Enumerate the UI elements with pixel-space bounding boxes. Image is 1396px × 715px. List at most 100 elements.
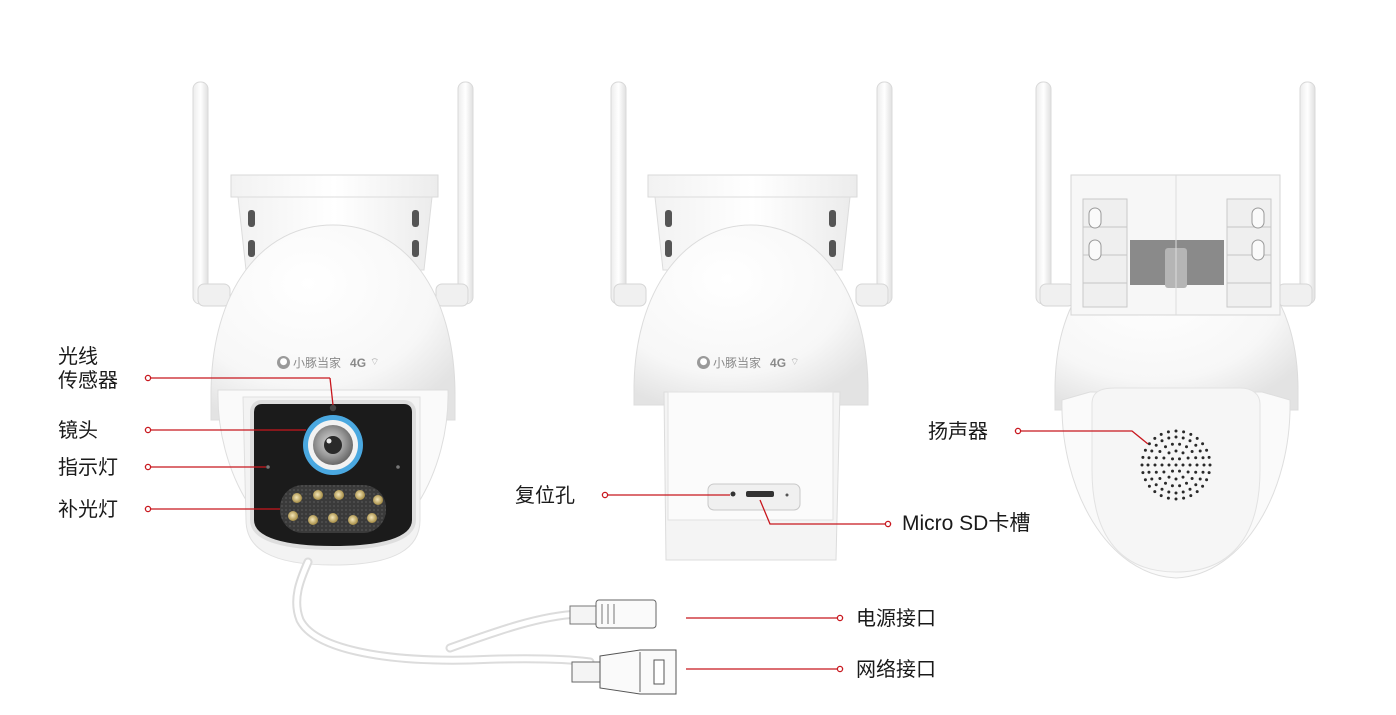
speaker-hole xyxy=(1190,477,1194,480)
brand-logo-front: ● 小豚当家 4G ⌔ xyxy=(277,354,379,371)
speaker-hole xyxy=(1198,449,1202,453)
brand-mark-icon: ● xyxy=(697,356,710,369)
speaker-hole xyxy=(1181,451,1185,455)
speaker-hole xyxy=(1174,491,1178,495)
speaker-hole xyxy=(1154,483,1158,487)
callout-lines xyxy=(144,374,1149,673)
speaker-hole xyxy=(1195,463,1199,467)
speaker-hole xyxy=(1160,487,1164,491)
speaker-hole xyxy=(1167,475,1171,479)
speaker-hole xyxy=(1153,463,1157,467)
speaker-hole xyxy=(1150,449,1154,453)
speaker-hole xyxy=(1189,432,1193,436)
speaker-hole xyxy=(1174,463,1178,467)
speaker-hole xyxy=(1181,463,1185,467)
camera-front xyxy=(192,81,677,695)
speaker-hole xyxy=(1198,477,1202,481)
speaker-hole xyxy=(1141,471,1145,475)
speaker-hole xyxy=(1202,463,1206,467)
speaker-hole xyxy=(1166,430,1170,434)
speaker-hole xyxy=(1188,487,1192,491)
speaker-hole xyxy=(1160,463,1164,467)
speaker-hole xyxy=(1194,456,1198,460)
speaker-hole xyxy=(1158,450,1162,453)
speaker-hole xyxy=(1174,449,1178,453)
speaker-hole xyxy=(1171,469,1174,473)
speaker-hole xyxy=(1181,436,1185,440)
label-light-sensor: 光线 传感器 xyxy=(58,344,118,392)
speaker-hole xyxy=(1153,436,1157,440)
speaker-hole xyxy=(1147,470,1151,474)
label-indicator: 指示灯 xyxy=(58,455,118,479)
label-sd-slot: Micro SD卡槽 xyxy=(902,512,1031,535)
label-light-sensor-line2: 传感器 xyxy=(58,368,118,392)
speaker-hole xyxy=(1167,451,1171,455)
label-lens: 镜头 xyxy=(58,418,98,442)
speaker-hole xyxy=(1201,484,1205,488)
speaker-hole xyxy=(1207,455,1211,459)
speaker-hole xyxy=(1159,432,1163,436)
speaker-hole xyxy=(1170,442,1174,446)
speaker-hole xyxy=(1201,442,1205,446)
speaker-hole xyxy=(1143,448,1147,452)
speaker-hole xyxy=(1205,448,1209,452)
speaker-hole xyxy=(1195,436,1199,440)
speaker-hole xyxy=(1166,496,1170,500)
speaker-hole xyxy=(1154,470,1158,474)
speaker-hole xyxy=(1194,470,1198,474)
label-reset-hole: 复位孔 xyxy=(515,483,575,507)
speaker-hole xyxy=(1174,429,1178,433)
speaker-hole xyxy=(1146,463,1150,467)
speaker-hole xyxy=(1182,496,1186,500)
signal-icon: ⌔ xyxy=(370,357,380,368)
speaker-hole xyxy=(1162,470,1166,474)
speaker-hole xyxy=(1201,456,1205,460)
speaker-hole xyxy=(1174,497,1178,501)
speaker-hole xyxy=(1188,439,1192,443)
speaker-hole xyxy=(1147,442,1151,446)
speaker-hole xyxy=(1174,435,1178,439)
speaker-hole xyxy=(1140,463,1144,467)
speaker-hole xyxy=(1208,463,1212,467)
speaker-hole xyxy=(1182,430,1186,434)
speaker-hole xyxy=(1207,471,1211,475)
speaker-hole xyxy=(1143,478,1147,482)
brand-mark-icon: ● xyxy=(277,356,290,369)
camera-underside xyxy=(610,81,893,561)
speaker-hole xyxy=(1167,490,1171,494)
brand-name: 小豚当家 xyxy=(293,356,342,370)
speaker-hole xyxy=(1188,463,1192,467)
speaker-hole xyxy=(1147,484,1151,488)
network-badge: 4G xyxy=(350,355,367,370)
speaker-hole xyxy=(1162,456,1166,460)
speaker-hole xyxy=(1147,456,1151,460)
speaker-hole xyxy=(1205,478,1209,482)
speaker-hole xyxy=(1150,477,1154,481)
speaker-hole xyxy=(1153,490,1157,494)
label-fill-light: 补光灯 xyxy=(58,497,118,521)
speaker-hole xyxy=(1186,470,1190,474)
brand-name: 小豚当家 xyxy=(713,356,762,370)
speaker-hole xyxy=(1178,469,1181,473)
speaker-hole xyxy=(1190,450,1194,453)
speaker-hole xyxy=(1201,470,1205,474)
speaker-hole xyxy=(1164,445,1167,449)
speaker-hole xyxy=(1178,442,1182,446)
speaker-hole xyxy=(1171,457,1174,461)
speaker-hole xyxy=(1194,443,1198,447)
speaker-hole xyxy=(1158,477,1162,480)
speaker-hole xyxy=(1195,490,1199,494)
speaker-hole xyxy=(1174,477,1178,481)
label-power-port: 电源接口 xyxy=(856,606,936,630)
speaker-hole xyxy=(1167,436,1171,440)
speaker-hole xyxy=(1181,490,1185,494)
speaker-hole xyxy=(1194,483,1198,487)
network-badge: 4G xyxy=(770,355,787,370)
label-speaker: 扬声器 xyxy=(928,419,988,443)
speaker-hole xyxy=(1170,484,1174,488)
speaker-hole xyxy=(1178,484,1182,488)
label-light-sensor-line1: 光线 xyxy=(58,344,98,368)
speaker-hole xyxy=(1189,494,1193,498)
